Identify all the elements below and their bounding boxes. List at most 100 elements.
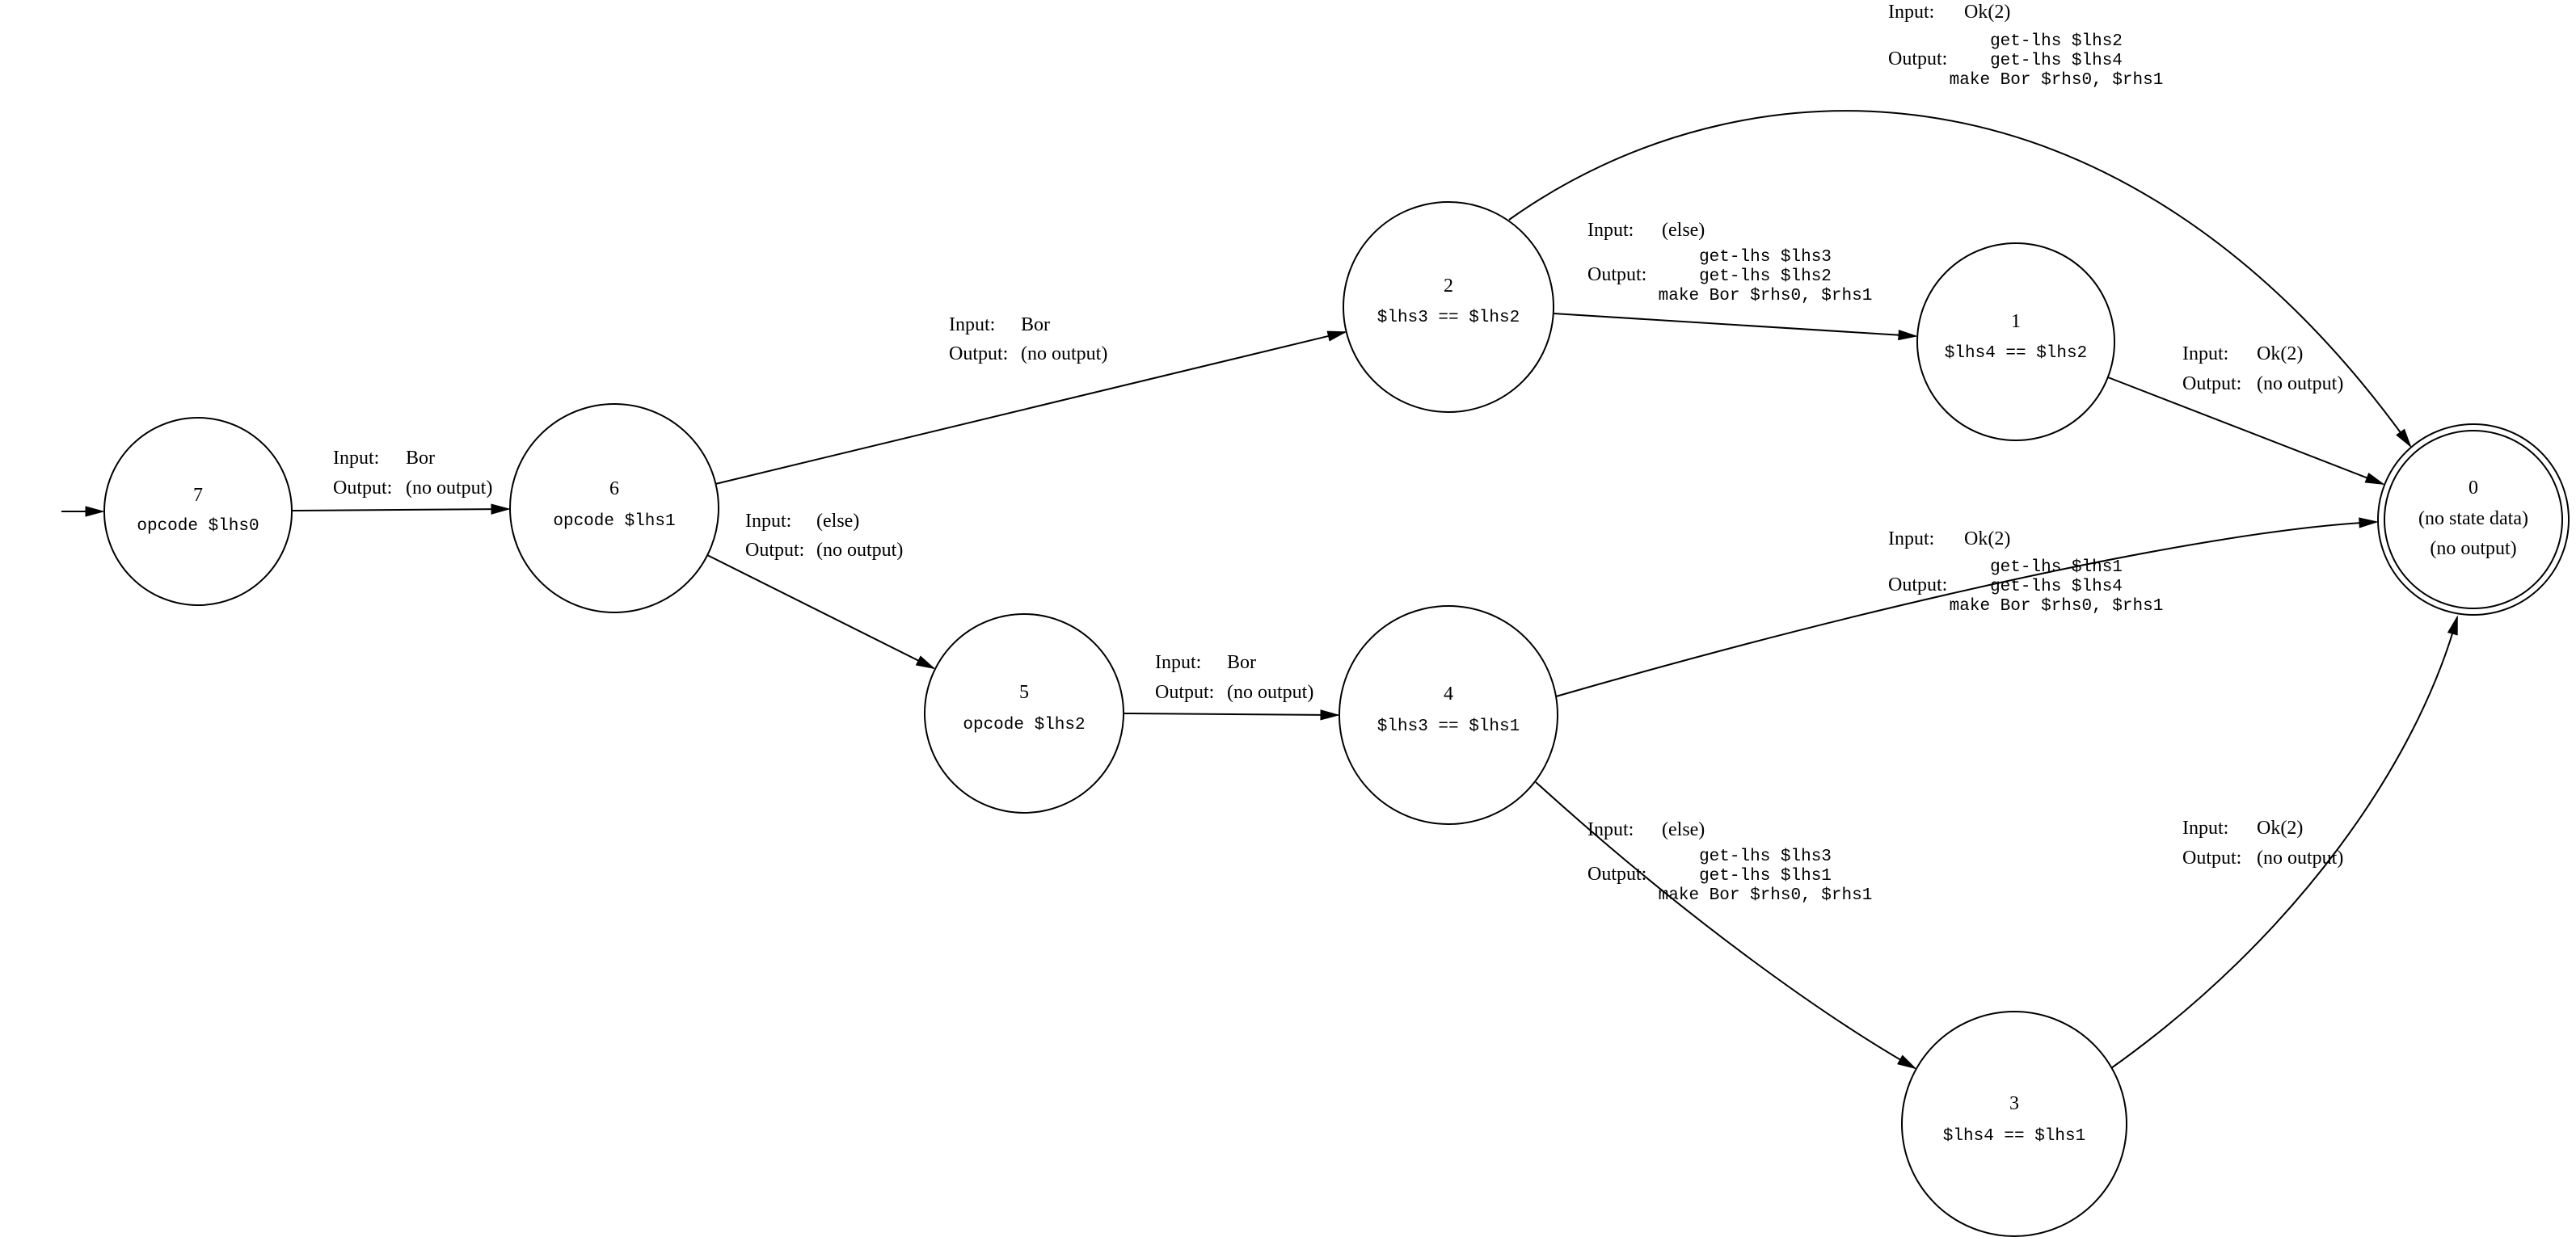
state-node-4: 4 $lhs3 == $lhs1 xyxy=(1339,605,1558,825)
input-key: Input: xyxy=(1888,528,1934,549)
input-value: Ok(2) xyxy=(2257,818,2303,839)
input-value: Bor xyxy=(1021,314,1050,335)
output-key: Output: xyxy=(1587,864,1646,885)
state-circle xyxy=(1343,201,1554,413)
output-value: (no output) xyxy=(1021,343,1107,364)
output-value: get-lhs $lhs4 xyxy=(1990,52,2123,70)
output-key: Output: xyxy=(1888,574,1947,595)
output-value: get-lhs $lhs2 xyxy=(1699,267,1832,286)
state-label: $lhs3 == $lhs2 xyxy=(1377,309,1520,327)
state-circle xyxy=(1339,605,1558,825)
input-key: Input: xyxy=(949,314,995,335)
state-node-1: 1 $lhs4 == $lhs2 xyxy=(1916,242,2115,441)
output-value: make Bor $rhs0, $rhs1 xyxy=(1659,287,1873,305)
state-circle xyxy=(509,403,719,613)
output-value: get-lhs $lhs3 xyxy=(1699,848,1832,866)
transition-path xyxy=(2107,377,2383,484)
transition-path xyxy=(715,332,1345,485)
input-key: Input: xyxy=(1587,819,1634,840)
output-value: make Bor $rhs0, $rhs1 xyxy=(1659,886,1873,905)
input-value: Ok(2) xyxy=(2257,343,2303,364)
state-label: (no output) xyxy=(2430,538,2516,559)
transition-4-3: Input: (else) Output: get-lhs $lhs3get-lhs … xyxy=(1535,781,1915,1068)
output-key: Output: xyxy=(1155,682,1214,703)
input-key: Input: xyxy=(333,448,379,469)
output-key: Output: xyxy=(2182,848,2241,869)
state-circle xyxy=(103,417,293,606)
state-circle xyxy=(1916,242,2115,441)
state-node-5: 5 opcode $lhs2 xyxy=(924,613,1124,814)
state-label: 3 xyxy=(2009,1093,2019,1114)
output-key: Output: xyxy=(1587,264,1646,285)
output-key: Output: xyxy=(1888,48,1947,69)
state-label: 4 xyxy=(1444,684,1453,705)
output-value: (no output) xyxy=(816,540,903,561)
transition-path xyxy=(1535,781,1915,1068)
output-key: Output: xyxy=(333,478,392,499)
output-value: get-lhs $lhs2 xyxy=(1990,32,2123,51)
transition-path xyxy=(2110,617,2458,1069)
state-node-6: 6 opcode $lhs1 xyxy=(509,403,719,613)
state-label: $lhs4 == $lhs1 xyxy=(1943,1127,2085,1146)
state-circle-inner xyxy=(2384,430,2563,609)
state-node-3: 3 $lhs4 == $lhs1 xyxy=(1901,1011,2127,1237)
transition-2-1: Input:(else)Output:get-lhs $lhs3get-lhs … xyxy=(1553,220,1916,336)
input-key: Input: xyxy=(2182,818,2228,839)
output-value: (no output) xyxy=(2257,848,2343,869)
transition-path xyxy=(1553,313,1916,336)
output-key: Output: xyxy=(2182,373,2241,394)
output-value: get-lhs $lhs1 xyxy=(1990,558,2123,577)
state-label: opcode $lhs1 xyxy=(553,512,675,531)
state-circle xyxy=(2377,423,2570,616)
state-label: 0 xyxy=(2468,478,2478,499)
transition-1-0: Input: Ok(2) Output: (no output) xyxy=(2107,343,2383,484)
input-key: Input: xyxy=(745,511,791,532)
state-label: 1 xyxy=(2011,311,2021,332)
state-label: opcode $lhs2 xyxy=(963,716,1085,734)
input-value: Ok(2) xyxy=(1964,2,2010,23)
input-value: (else) xyxy=(1662,819,1705,840)
output-key: Output: xyxy=(745,540,804,561)
state-label: 7 xyxy=(193,485,203,506)
transition-path xyxy=(1123,713,1338,715)
output-value: get-lhs $lhs3 xyxy=(1699,248,1832,267)
state-node-2: 2 $lhs3 == $lhs2 xyxy=(1343,201,1554,413)
input-key: Input: xyxy=(1888,2,1934,23)
output-value: (no output) xyxy=(2257,373,2343,394)
input-key: Input: xyxy=(1587,220,1634,241)
state-circle xyxy=(1901,1011,2127,1237)
transition-3-0: Input: Ok(2) Output: (no output) xyxy=(2110,617,2458,1069)
output-value: make Bor $rhs0, $rhs1 xyxy=(1950,597,2164,616)
transition-path xyxy=(1555,522,2376,697)
output-value: get-lhs $lhs1 xyxy=(1699,867,1832,886)
state-node-0: 0 (no state data) (no output) xyxy=(2377,423,2570,616)
input-key: Input: xyxy=(2182,343,2228,364)
state-label: 6 xyxy=(609,478,619,499)
state-label: (no state data) xyxy=(2418,508,2528,529)
input-value: (else) xyxy=(816,511,859,532)
state-circle xyxy=(924,613,1124,814)
state-label: $lhs3 == $lhs1 xyxy=(1377,717,1520,736)
output-value: (no output) xyxy=(1227,682,1313,703)
output-value: get-lhs $lhs4 xyxy=(1990,578,2123,596)
output-value: make Bor $rhs0, $rhs1 xyxy=(1950,71,2164,90)
input-value: Ok(2) xyxy=(1964,528,2010,549)
transition-6-5: Input: (else) Output: (no output) xyxy=(706,511,934,668)
output-value: (no output) xyxy=(406,478,492,499)
input-key: Input: xyxy=(1155,652,1201,673)
state-label: 2 xyxy=(1444,276,1453,297)
state-label: $lhs4 == $lhs2 xyxy=(1945,344,2087,363)
transition-path xyxy=(1508,110,2410,446)
state-label: 5 xyxy=(1019,682,1029,703)
input-value: Bor xyxy=(1227,652,1256,673)
input-value: Bor xyxy=(406,448,435,469)
transition-path xyxy=(706,554,934,668)
transition-path xyxy=(291,509,508,511)
